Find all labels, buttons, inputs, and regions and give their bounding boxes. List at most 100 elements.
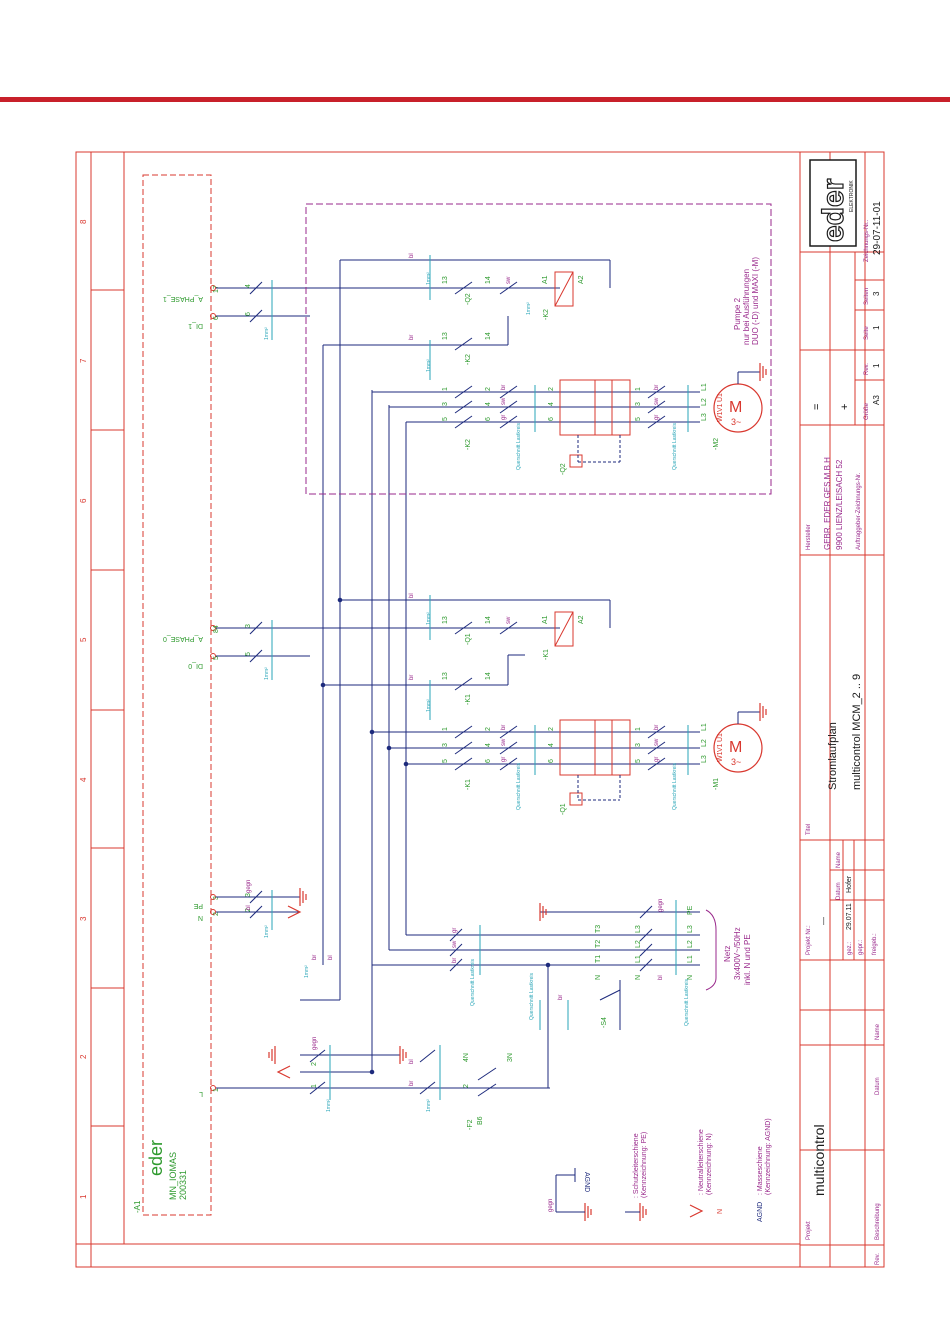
f2-3n: 3N bbox=[507, 1053, 514, 1062]
coil-k1 bbox=[554, 611, 574, 647]
motor-protector-q2 bbox=[559, 379, 631, 468]
legend-agnd-1: : Masseschiene bbox=[757, 1146, 764, 1195]
qs-7: Querschnitt Lastkreis bbox=[684, 979, 690, 1026]
tag-br-8: br bbox=[312, 955, 318, 960]
label-k1-aux: -K1 bbox=[465, 694, 472, 705]
tag-sw-2: sw bbox=[501, 397, 507, 405]
motor-protector-q1-link bbox=[577, 775, 621, 801]
terminal-1-label: L bbox=[199, 1090, 203, 1097]
tag-bl-4: bl bbox=[409, 1059, 415, 1064]
tag-sw-5: sw bbox=[501, 738, 507, 746]
qs-5: Querschnitt Lastkreis bbox=[470, 959, 476, 1006]
q1-n4: 4 bbox=[548, 743, 555, 747]
grid-number-6: 6 bbox=[79, 498, 88, 503]
label-f2: -F2 bbox=[467, 1119, 474, 1130]
legend-n-1: : Neutralleiterschiene bbox=[698, 1129, 705, 1195]
terminal-6-num: 6 bbox=[213, 316, 220, 320]
tag-gr-2: gr bbox=[654, 415, 660, 420]
label-k1-main: -K1 bbox=[465, 779, 472, 790]
tb-titel-line2: multicontrol MCM_2 .. 9 bbox=[851, 674, 863, 790]
t-wire-3: 3 bbox=[245, 624, 252, 628]
tag-bl-1: bl bbox=[409, 253, 415, 258]
tag-br-3: br bbox=[654, 385, 660, 390]
tb-seiten-label: Seiten bbox=[864, 288, 870, 305]
legend-n-letter: N bbox=[717, 1209, 724, 1214]
netz-n: N bbox=[595, 975, 602, 980]
label-q1-main: -Q1 bbox=[560, 803, 567, 815]
logo-text: eder bbox=[817, 178, 850, 242]
module-ref: -A1 bbox=[133, 1200, 142, 1213]
tb-gez-name: Hofer bbox=[846, 875, 853, 893]
neutral-arrows bbox=[276, 905, 704, 1218]
k1-n2: 2 bbox=[485, 727, 492, 731]
netz-l2: L2 bbox=[635, 940, 642, 948]
terminal-5-num: 5 bbox=[213, 656, 220, 660]
ground-icon bbox=[639, 1203, 647, 1221]
tb-name-label-2: Name bbox=[836, 851, 842, 868]
motor-protector-q2-link bbox=[577, 435, 621, 463]
label-m2: -M2 bbox=[713, 438, 720, 450]
grid-number-2: 2 bbox=[79, 1054, 88, 1059]
netz-pe: PE bbox=[687, 905, 694, 915]
q1-aux-13: 13 bbox=[442, 616, 449, 624]
netz-l1: L1 bbox=[635, 955, 642, 963]
motor-m1-phase: 3~ bbox=[731, 757, 741, 767]
label-k1-coil: -K1 bbox=[543, 649, 550, 660]
m2-u1: U1 bbox=[717, 393, 724, 402]
tb-datum-label-2: Datum bbox=[836, 882, 842, 900]
tag-br-4: br bbox=[409, 675, 415, 680]
cable-markers bbox=[271, 255, 689, 1100]
q2-n6: 6 bbox=[548, 417, 555, 421]
tag-gegn-1: gegn bbox=[246, 880, 252, 893]
motor-m1: M 3~ bbox=[713, 711, 763, 773]
mm-9: 1mm² bbox=[326, 1099, 332, 1112]
tb-auftraggeber-label: Auftraggeber-Zeichnungs-Nr. bbox=[856, 472, 862, 550]
netz-t3: T3 bbox=[595, 925, 602, 933]
tag-br-2: br bbox=[501, 385, 507, 390]
legend-agnd-symbol: AGND bbox=[757, 1202, 764, 1222]
agnd-top-label: AGND bbox=[583, 1172, 590, 1192]
tag-br-10: br bbox=[558, 995, 564, 1000]
m1-l3: L3 bbox=[701, 755, 708, 763]
qs-6: Querschnitt Lastkreis bbox=[529, 973, 535, 1020]
tb-seiten-value: 3 bbox=[872, 291, 881, 296]
grid-number-1: 1 bbox=[79, 1194, 88, 1199]
tag-bl-3: bl bbox=[246, 905, 252, 910]
eder-logo: eder ELEKTRONIK bbox=[809, 159, 857, 247]
terminal-84-num: 84 bbox=[213, 625, 220, 633]
top-accent-bar bbox=[0, 97, 950, 102]
tag-br-6: br bbox=[654, 725, 660, 730]
k1-n1: 1 bbox=[442, 727, 449, 731]
contacts bbox=[249, 281, 666, 1097]
terminal-2-label: N bbox=[198, 914, 203, 921]
k2-aux-14: 14 bbox=[485, 332, 492, 340]
m2-v1: V1 bbox=[717, 403, 724, 412]
tag-bl-6: bl bbox=[658, 975, 664, 980]
cable-section-labels: 1mm² 1mm² 1mm² 1mm² 1mm² 1mm² 1mm² 1mm² … bbox=[264, 272, 690, 1112]
terminal-1-num: 1 bbox=[213, 1088, 220, 1092]
tb-projekt-nr-label: Projekt Nr.: bbox=[806, 925, 812, 955]
k1-n4: 4 bbox=[485, 743, 492, 747]
tag-bl-2: bl bbox=[409, 593, 415, 598]
mm-2: 1mm² bbox=[264, 327, 270, 340]
module-a1: -A1 eder MN_IOMAS 200331 bbox=[133, 174, 212, 1216]
q2-aux-14: 14 bbox=[485, 276, 492, 284]
t-wire-4: 4 bbox=[245, 284, 252, 288]
netz-nc: N bbox=[687, 975, 694, 980]
motor-m2-phase: 3~ bbox=[731, 417, 741, 427]
module-model: MN_IOMAS bbox=[168, 1152, 178, 1200]
k2-n2: 2 bbox=[485, 387, 492, 391]
terminal-3-num: 3 bbox=[213, 896, 220, 900]
mm-11: 1mm² bbox=[304, 965, 310, 978]
terminal-5 bbox=[210, 653, 216, 659]
pump-2-line3: DUO (-D) und MAXI (-M) bbox=[751, 257, 760, 345]
ground-icon bbox=[759, 703, 767, 721]
ground-lead-lines bbox=[555, 1168, 640, 1213]
netz-l3b: L3 bbox=[687, 925, 694, 933]
q1-n2: 2 bbox=[548, 727, 555, 731]
tb-freigeb-label: freigeb.: bbox=[872, 933, 878, 955]
q1-aux-14: 14 bbox=[485, 616, 492, 624]
netz-l3: L3 bbox=[635, 925, 642, 933]
tag-sw-7: sw bbox=[452, 940, 458, 948]
t-wire-6: 6 bbox=[245, 312, 252, 316]
